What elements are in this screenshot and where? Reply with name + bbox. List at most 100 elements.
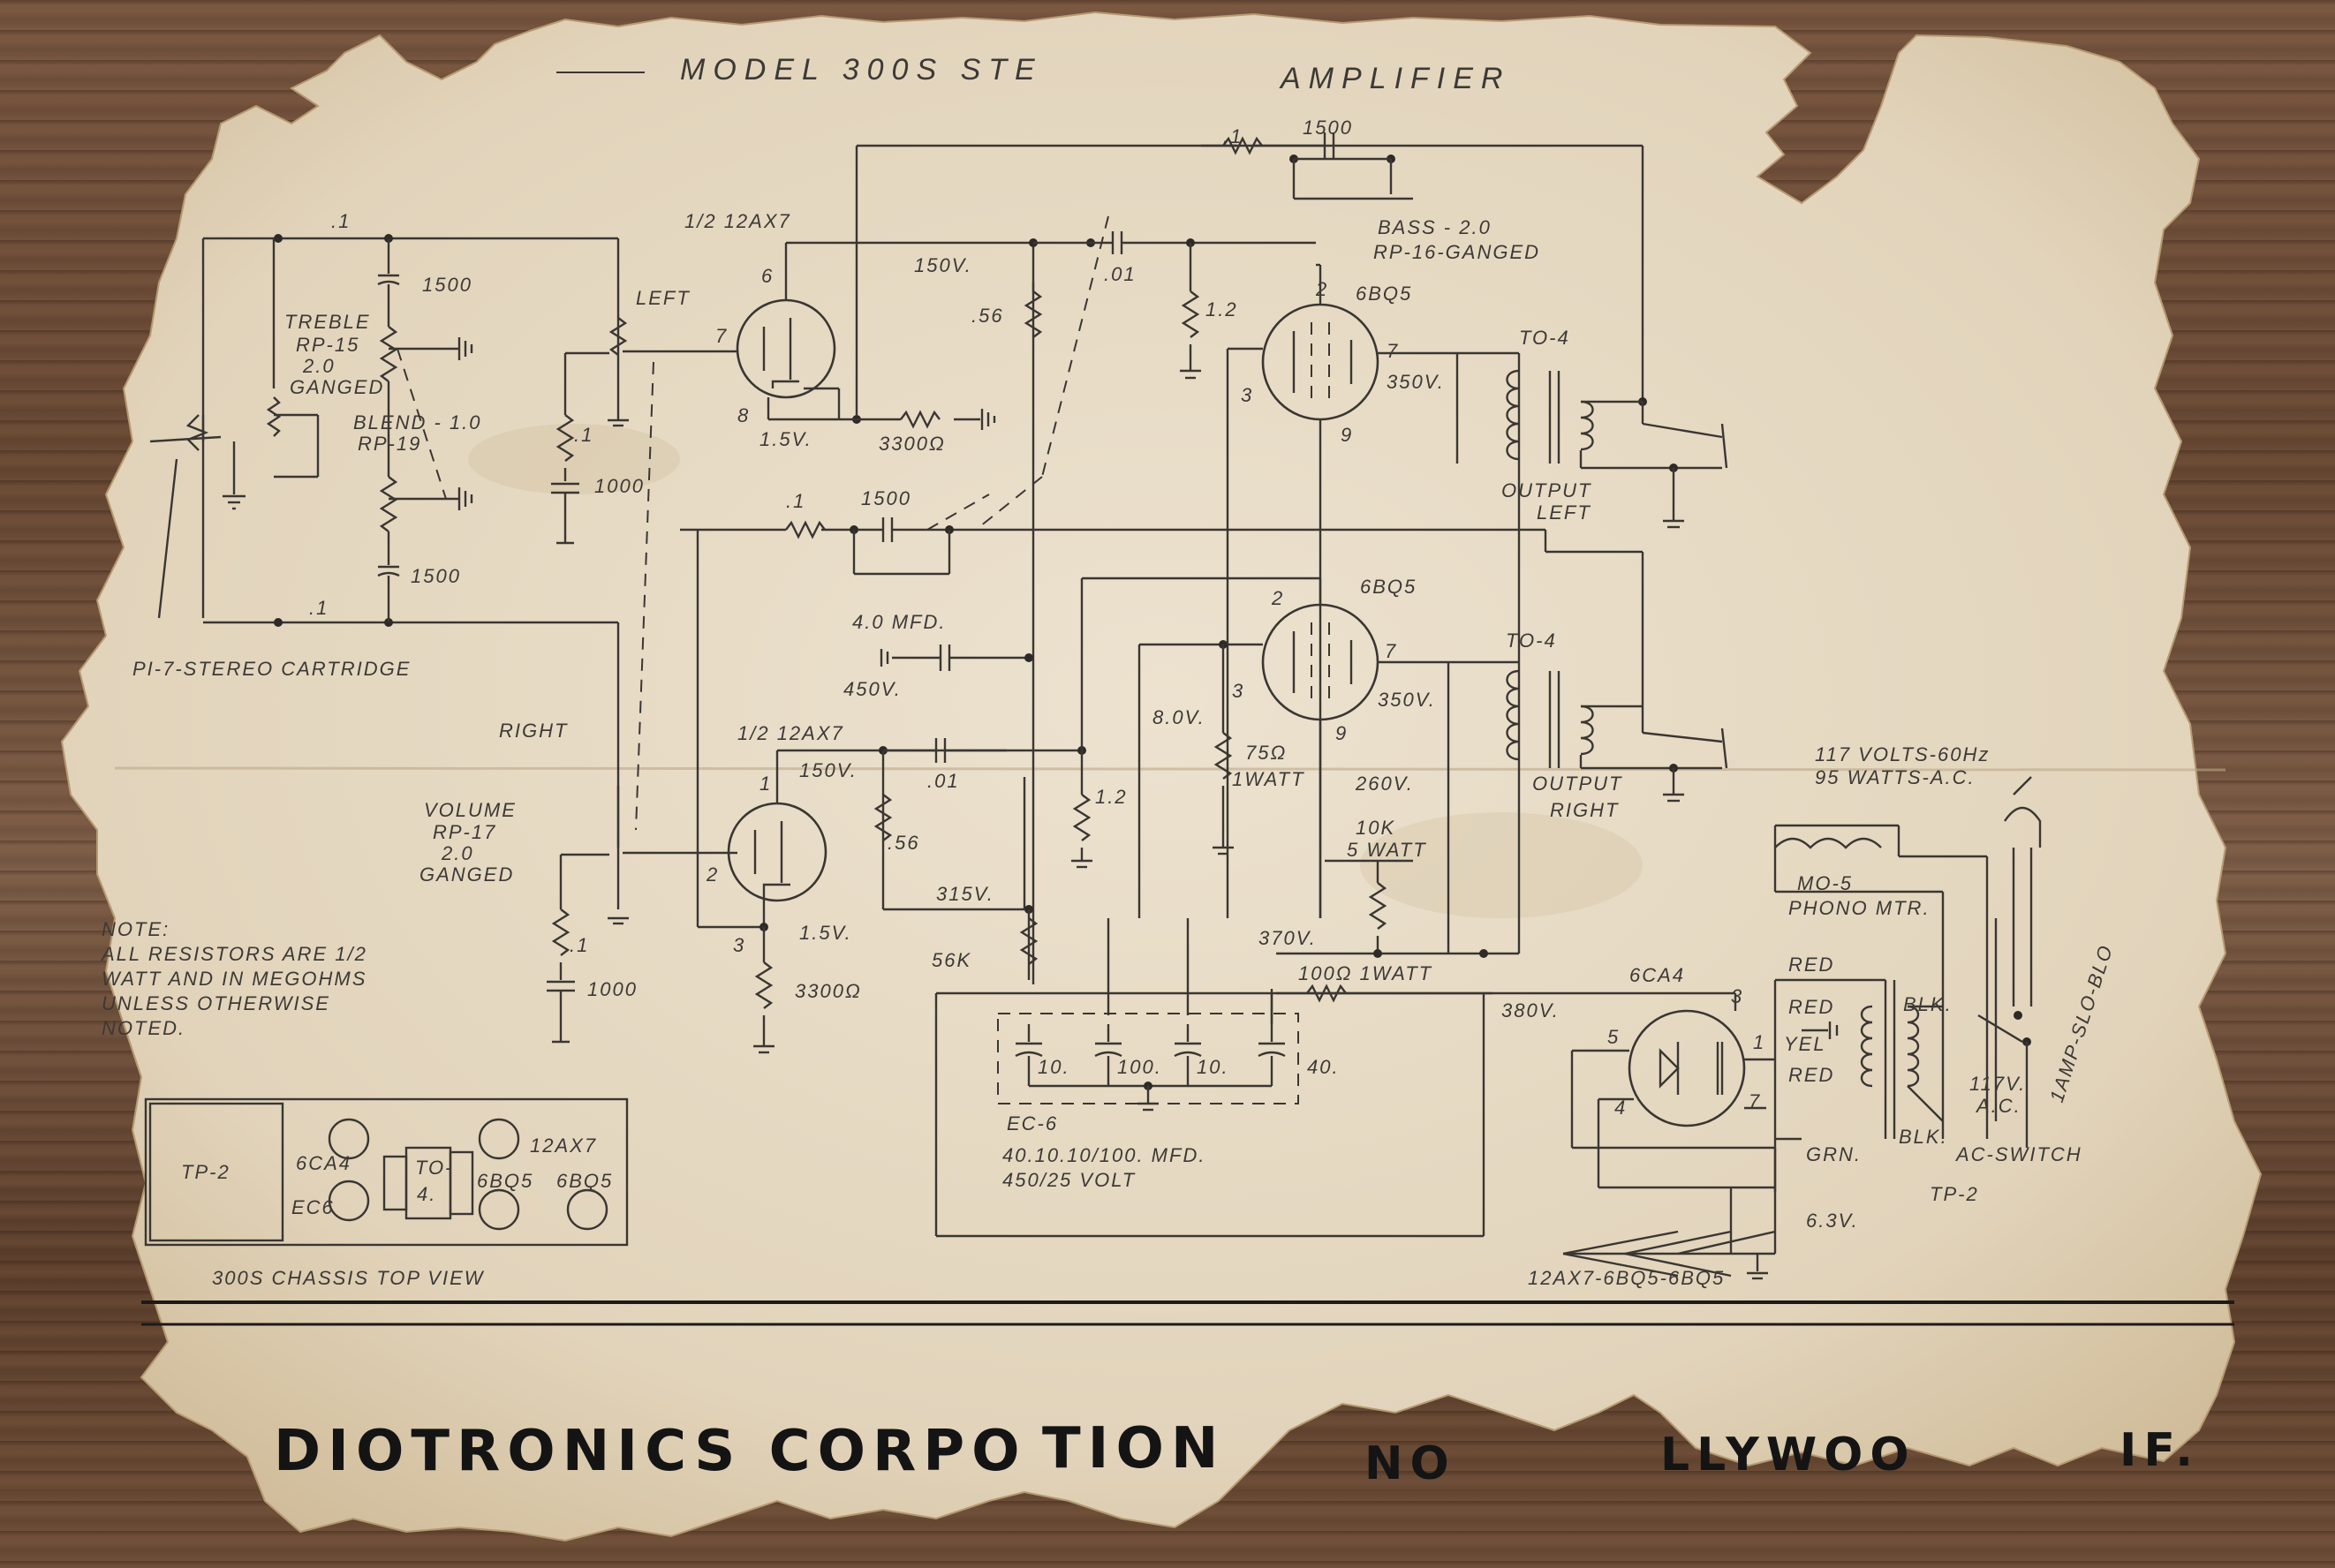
left-transformer-label: TO-4 xyxy=(1519,327,1570,349)
left-channel-wiring xyxy=(736,132,1728,954)
right-output-side: RIGHT xyxy=(1550,799,1619,821)
right-out-pin3: 3 xyxy=(1232,680,1244,702)
ac-switch: AC-SWITCH xyxy=(1954,1143,2082,1165)
right-pin3: 3 xyxy=(733,934,745,956)
motor-label: PHONO MTR. xyxy=(1788,897,1931,919)
chassis-to4-a: TO- xyxy=(415,1157,453,1179)
chassis-top-view xyxy=(144,1097,629,1247)
rect-pin7: 7 xyxy=(1749,1090,1761,1112)
left-out-pin3: 3 xyxy=(1241,384,1253,406)
rectifier-label: 6CA4 xyxy=(1629,964,1685,986)
power-transformer-label: TP-2 xyxy=(1930,1183,1979,1205)
input-r-bottom: .1 xyxy=(309,597,329,619)
bass-part: RP-16-GANGED xyxy=(1373,241,1540,263)
rect-pin5: 5 xyxy=(1607,1026,1620,1048)
left-out-volts: 350V. xyxy=(1387,371,1445,393)
left-cathode-resistor: 3300Ω xyxy=(879,433,946,455)
heater-tubes: 12AX7-6BQ5-6BQ5 xyxy=(1528,1267,1725,1289)
cap2-label: 100. xyxy=(1117,1056,1162,1078)
rect-pin3: 3 xyxy=(1731,985,1743,1007)
rect-pin4: 4 xyxy=(1614,1097,1627,1119)
right-pin2: 2 xyxy=(706,863,719,886)
left-6bq5-label: 6BQ5 xyxy=(1356,283,1412,305)
right-label: RIGHT xyxy=(499,720,568,742)
footer-location-c: IF. xyxy=(2120,1424,2200,1477)
right-output-label: OUTPUT xyxy=(1532,773,1622,795)
wire-red3: RED xyxy=(1788,1064,1834,1086)
note-line4: UNLESS OTHERWISE xyxy=(102,992,330,1014)
right-grid-r: .1 xyxy=(570,934,589,956)
cap-can-values: 40.10.10/100. MFD. xyxy=(1002,1144,1205,1166)
v380-label: 380V. xyxy=(1501,999,1560,1021)
treble-part: RP-15 xyxy=(296,334,359,356)
volume-label: VOLUME xyxy=(424,799,517,821)
left-output-label: OUTPUT xyxy=(1501,479,1591,501)
cap4-label: 40. xyxy=(1307,1056,1340,1078)
input-r-top: .1 xyxy=(331,210,351,232)
note-line2: ALL RESISTORS ARE 1/2 xyxy=(100,943,367,965)
motor-name: MO-5 xyxy=(1797,872,1853,894)
heater-volts: 6.3V. xyxy=(1806,1210,1859,1232)
wire-red2: RED xyxy=(1788,996,1834,1018)
footer-company-end: TION xyxy=(1042,1416,1225,1481)
rect-pin1: 1 xyxy=(1753,1031,1765,1053)
right-grid-c: 1000 xyxy=(587,978,638,1000)
cap-can-volts: 450/25 VOLT xyxy=(1002,1169,1136,1191)
left-grid-resistor: 1.2 xyxy=(1205,298,1238,320)
rectifier-tube xyxy=(1628,1009,1746,1127)
left-grid-r: .1 xyxy=(574,424,593,446)
right-filter-volts: 450V. xyxy=(843,678,902,700)
right-screen-v: 260V. xyxy=(1355,773,1414,795)
left-coupling-cap: .01 xyxy=(1104,263,1137,285)
left-pin7: 7 xyxy=(715,325,728,347)
right-channel-wiring xyxy=(680,476,1728,1054)
input-c-bottom: 1500 xyxy=(411,565,461,587)
ac-volts: 117V. xyxy=(1969,1073,2026,1095)
cap1-label: 10. xyxy=(1038,1056,1070,1078)
right-12ax7-label: 1/2 12AX7 xyxy=(737,722,844,744)
cap-can-name: EC-6 xyxy=(1007,1112,1058,1135)
input-c-top: 1500 xyxy=(422,274,472,296)
r10k-watt: 5 WATT xyxy=(1347,839,1427,861)
right-cathode-w: 1WATT xyxy=(1232,768,1305,790)
right-plate-resistor: .56 xyxy=(888,832,920,854)
right-fb-resistor: .1 xyxy=(786,490,805,512)
left-pin6: 6 xyxy=(761,265,774,287)
wire-yel: YEL xyxy=(1784,1033,1826,1055)
left-out-pin2: 2 xyxy=(1315,278,1328,300)
right-cathode-v: 8.0V. xyxy=(1152,706,1205,728)
right-coupling-cap: .01 xyxy=(927,770,960,792)
left-plate-volts: 150V. xyxy=(914,254,972,276)
left-pin8: 8 xyxy=(737,404,750,426)
stain xyxy=(1360,812,1643,918)
mains-line1: 117 VOLTS-60Hz xyxy=(1815,743,1990,765)
note-line5: NOTED. xyxy=(102,1017,185,1039)
right-filter-cap: 4.0 MFD. xyxy=(852,611,946,633)
chassis-ec6: EC6 xyxy=(291,1196,335,1218)
r100-label: 100Ω 1WATT xyxy=(1298,962,1432,984)
fold-crease xyxy=(114,766,2226,772)
right-out-volts: 350V. xyxy=(1378,689,1436,711)
right-out-pin9: 9 xyxy=(1335,722,1348,744)
ac-ac: A.C. xyxy=(1975,1095,2021,1117)
right-6bq5-label: 6BQ5 xyxy=(1360,576,1417,598)
title: MODEL 300S STE xyxy=(680,53,1043,87)
left-output-side: LEFT xyxy=(1537,501,1591,524)
title-end: AMPLIFIER xyxy=(1279,62,1510,95)
left-12ax7-label: 1/2 12AX7 xyxy=(684,210,791,232)
r56k-label: 56K xyxy=(932,949,971,971)
v370-label: 370V. xyxy=(1258,927,1317,949)
chassis-6ca4: 6CA4 xyxy=(296,1152,351,1174)
chassis-12ax7: 12AX7 xyxy=(530,1135,597,1157)
wire-grn: GRN. xyxy=(1806,1143,1862,1165)
chassis-6bq5-a: 6BQ5 xyxy=(477,1170,533,1192)
right-out-pin2: 2 xyxy=(1271,587,1284,609)
cartridge-label: PI-7-STEREO CARTRIDGE xyxy=(132,658,411,680)
left-out-pin9: 9 xyxy=(1341,424,1353,446)
stain xyxy=(468,424,680,494)
left-plate-resistor: .56 xyxy=(971,305,1004,327)
right-cathode-r: 75Ω xyxy=(1245,742,1287,764)
cap3-label: 10. xyxy=(1197,1056,1229,1078)
right-transformer-primary xyxy=(1506,669,1520,761)
